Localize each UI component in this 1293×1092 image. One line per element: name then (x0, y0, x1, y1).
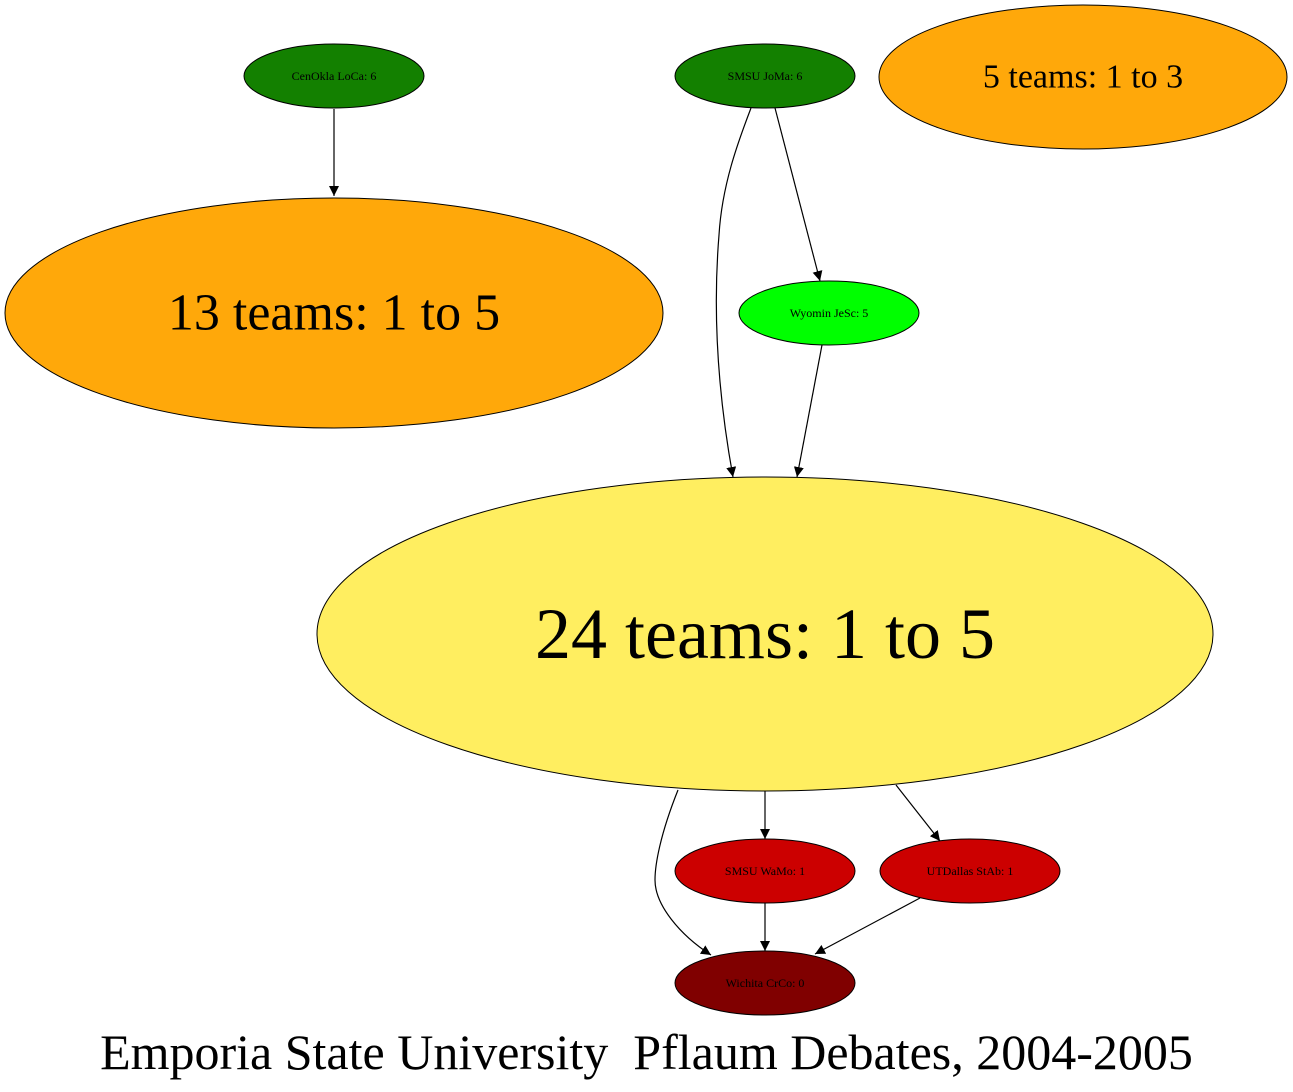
node-smsu-joma-shape (674, 43, 856, 109)
node-24-teams-shape (316, 476, 1214, 792)
edge-utdallas-to-wichita (814, 897, 921, 955)
node-cenokla-loca-shape (243, 43, 425, 109)
node-smsu-joma: SMSU JoMa: 6 (674, 43, 856, 109)
node-smsu-wamo-label: SMSU WaMo: 1 (725, 864, 805, 878)
nodes: CenOkla LoCa: 6 SMSU JoMa: 6 5 teams: 1 … (4, 4, 1288, 1016)
node-cenokla-loca-label: CenOkla LoCa: 6 (292, 69, 377, 83)
node-wichita-crco: Wichita CrCo: 0 (674, 950, 856, 1016)
node-13-teams-shape (4, 197, 664, 429)
node-13-teams-label: 13 teams: 1 to 5 (168, 285, 500, 342)
node-wyomin-jesc: Wyomin JeSc: 5 (738, 280, 920, 346)
node-smsu-wamo: SMSU WaMo: 1 (674, 838, 856, 904)
edge-smsu-joma-to-24-teams (715, 107, 752, 478)
node-24-teams: 24 teams: 1 to 5 (316, 476, 1214, 792)
node-utdallas-stab-shape (879, 838, 1061, 904)
edge-24-teams-to-wichita (654, 789, 712, 956)
node-wichita-crco-shape (674, 950, 856, 1016)
node-utdallas-stab: UTDallas StAb: 1 (879, 838, 1061, 904)
node-smsu-wamo-shape (674, 838, 856, 904)
node-wichita-crco-label: Wichita CrCo: 0 (726, 976, 805, 990)
node-5-teams: 5 teams: 1 to 3 (878, 4, 1288, 150)
node-smsu-joma-label: SMSU JoMa: 6 (728, 69, 803, 83)
node-13-teams: 13 teams: 1 to 5 (4, 197, 664, 429)
node-wyomin-jesc-label: Wyomin JeSc: 5 (790, 306, 869, 320)
edges (329, 107, 941, 956)
node-24-teams-label: 24 teams: 1 to 5 (535, 594, 995, 674)
graph-caption: Emporia State University Pflaum Debates,… (100, 1024, 1193, 1080)
debate-graph: CenOkla LoCa: 6 SMSU JoMa: 6 5 teams: 1 … (4, 4, 1288, 1016)
edge-24-teams-to-utdallas (895, 784, 941, 842)
node-cenokla-loca: CenOkla LoCa: 6 (243, 43, 425, 109)
edge-smsu-joma-to-wyomin (774, 107, 823, 282)
node-5-teams-shape (878, 4, 1288, 150)
edge-wyomin-to-24-teams (793, 344, 823, 478)
node-wyomin-jesc-shape (738, 280, 920, 346)
node-5-teams-label: 5 teams: 1 to 3 (983, 59, 1183, 96)
node-utdallas-stab-label: UTDallas StAb: 1 (927, 864, 1014, 878)
